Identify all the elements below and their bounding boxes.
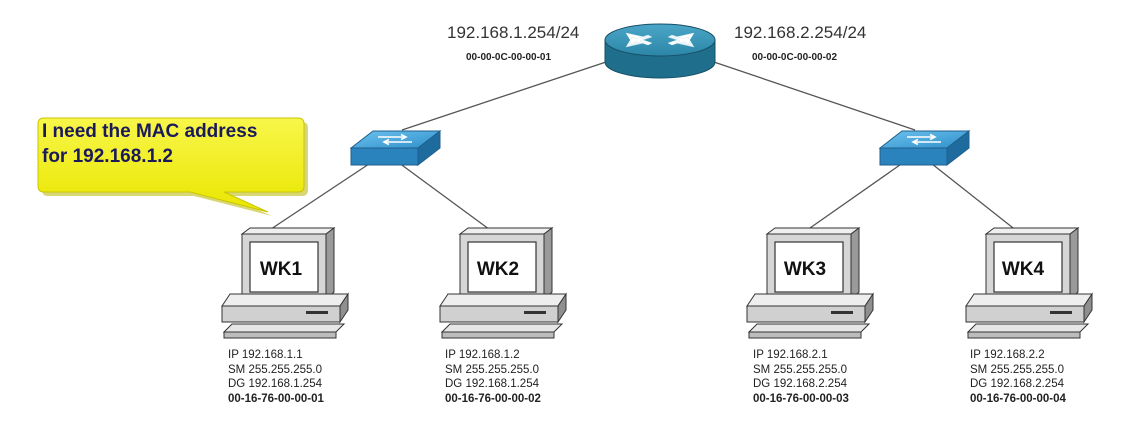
wk2-computer-icon [439, 227, 567, 339]
wk4-ip: IP 192.168.2.2 [970, 349, 1045, 361]
wk1-sm: SM 255.255.255.0 [228, 363, 322, 376]
callout-bubble [37, 117, 308, 216]
link-router-switch2 [707, 59, 916, 131]
wk3-dg: DG 192.168.2.254 [753, 378, 847, 390]
wk2-sm: SM 255.255.255.0 [445, 363, 539, 376]
wk1-mac: 00-16-76-00-00-01 [228, 392, 324, 405]
link-switch1-wk2 [394, 159, 498, 236]
links [261, 59, 1023, 236]
wk2-ip: IP 192.168.1.2 [445, 349, 520, 361]
wk1-ip: IP 192.168.1.1 [228, 349, 303, 361]
wk3-info: IP 192.168.2.1 SM 255.255.255.0 DG 192.1… [753, 348, 849, 406]
switch-icon-left [349, 129, 442, 167]
wk2-name: WK2 [476, 259, 520, 280]
wk3-mac: 00-16-76-00-00-03 [753, 392, 849, 405]
wk4-name: WK4 [1001, 259, 1045, 280]
callout-line-1: I need the MAC address [42, 121, 258, 142]
router-icon [604, 23, 716, 79]
wk4-dg: DG 192.168.2.254 [970, 378, 1064, 390]
callout-text: I need the MAC address for 192.168.1.2 [42, 119, 312, 169]
wk2-info: IP 192.168.1.2 SM 255.255.255.0 DG 192.1… [445, 348, 541, 406]
wk3-sm: SM 255.255.255.0 [753, 363, 847, 376]
switch-icon-right [878, 129, 971, 167]
wk2-dg: DG 192.168.1.254 [445, 378, 539, 390]
wk1-dg: DG 192.168.1.254 [228, 378, 322, 390]
link-switch2-wk4 [926, 159, 1023, 236]
router-left-ip: 192.168.1.254/24 [447, 23, 580, 42]
link-router-switch1 [401, 59, 613, 131]
router-right-mac: 00-00-0C-00-00-02 [752, 52, 838, 63]
link-switch1-wk1 [261, 159, 376, 236]
wk4-mac: 00-16-76-00-00-04 [970, 392, 1066, 405]
router-right-ip: 192.168.2.254/24 [734, 23, 867, 42]
workstations [221, 227, 1093, 339]
wk3-ip: IP 192.168.2.1 [753, 349, 828, 361]
wk1-computer-icon [221, 227, 349, 339]
wk3-name: WK3 [783, 259, 827, 280]
wk4-sm: SM 255.255.255.0 [970, 363, 1064, 376]
wk4-computer-icon [965, 227, 1093, 339]
wk3-computer-icon [746, 227, 874, 339]
router-left-mac: 00-00-0C-00-00-01 [466, 52, 552, 63]
wk1-info: IP 192.168.1.1 SM 255.255.255.0 DG 192.1… [228, 348, 324, 406]
wk2-mac: 00-16-76-00-00-02 [445, 392, 541, 405]
callout-line-2: for 192.168.1.2 [42, 146, 173, 167]
link-switch2-wk3 [799, 159, 908, 236]
wk4-info: IP 192.168.2.2 SM 255.255.255.0 DG 192.1… [970, 348, 1066, 406]
wk1-name: WK1 [259, 259, 303, 280]
